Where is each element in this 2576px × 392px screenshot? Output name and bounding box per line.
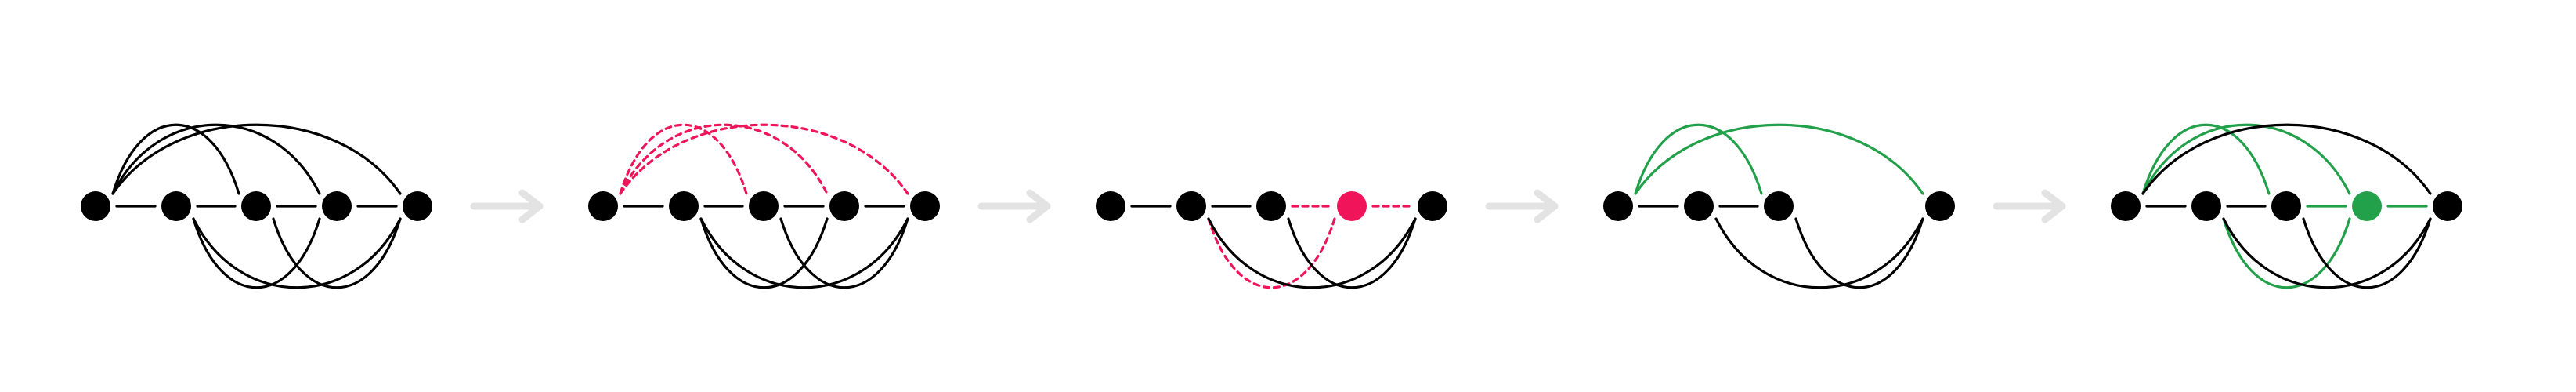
edge-1-4 — [192, 217, 402, 289]
node-0 — [1603, 191, 1633, 221]
edge-0-4 — [2141, 123, 2432, 195]
edge-layer — [619, 123, 909, 289]
edge-0-2 — [111, 123, 240, 195]
node-2 — [749, 191, 779, 221]
node-0 — [588, 191, 618, 221]
node-4 — [1925, 191, 1955, 221]
edge-1-4 — [2222, 217, 2432, 289]
step-arrow — [977, 189, 1051, 223]
node-layer — [81, 191, 432, 221]
node-0 — [2111, 191, 2141, 221]
panel-original-graph — [81, 123, 432, 289]
node-2 — [1256, 191, 1286, 221]
node-3 — [2352, 191, 2382, 221]
edge-layer — [2141, 123, 2432, 289]
arrow-head — [1534, 189, 1559, 223]
edge-0-3 — [619, 123, 829, 195]
node-4 — [1418, 191, 1447, 221]
node-2 — [241, 191, 271, 221]
arrow-head — [2041, 189, 2066, 223]
edge-0-2 — [619, 123, 748, 195]
edge-0-4 — [1634, 123, 1924, 195]
node-3 — [1337, 191, 1367, 221]
edge-layer — [1130, 205, 1417, 289]
edge-2-4 — [272, 217, 402, 289]
edge-2-4 — [1287, 217, 1417, 289]
edge-1-4 — [1714, 217, 1924, 289]
edge-2-4 — [2302, 217, 2432, 289]
edge-2-4 — [779, 217, 909, 289]
edge-1-4 — [699, 217, 909, 289]
edge-1-3 — [1207, 217, 1336, 289]
node-1 — [1176, 191, 1206, 221]
edge-layer — [111, 123, 402, 289]
edge-1-3 — [192, 217, 321, 289]
node-layer — [2111, 191, 2462, 221]
node-1 — [1684, 191, 1714, 221]
edge-1-3 — [699, 217, 829, 289]
edge-0-3 — [2141, 123, 2351, 195]
node-1 — [2191, 191, 2221, 221]
panel-restored-graph — [2111, 123, 2462, 289]
node-4 — [2433, 191, 2462, 221]
edge-layer — [1634, 123, 1924, 289]
arrow-head — [1026, 189, 1051, 223]
step-arrow — [470, 189, 544, 223]
step-arrow — [1485, 189, 1559, 223]
panel-reduced-graph — [1603, 123, 1955, 289]
edge-2-4 — [1794, 217, 1924, 289]
edge-0-2 — [1634, 123, 1763, 195]
arrow-head — [518, 189, 544, 223]
node-layer — [1096, 191, 1447, 221]
panel-highlight-removed-edges — [588, 123, 940, 289]
node-layer — [588, 191, 940, 221]
node-3 — [829, 191, 859, 221]
node-4 — [403, 191, 432, 221]
node-layer — [1603, 191, 1955, 221]
node-1 — [669, 191, 699, 221]
edge-0-3 — [111, 123, 321, 195]
node-2 — [1764, 191, 1794, 221]
panel-remove-node — [1096, 191, 1447, 289]
edge-1-3 — [2222, 217, 2351, 289]
node-2 — [2271, 191, 2301, 221]
step-arrow — [1993, 189, 2066, 223]
node-0 — [1096, 191, 1125, 221]
edge-0-2 — [2141, 123, 2271, 195]
edge-0-4 — [111, 123, 402, 195]
node-1 — [161, 191, 191, 221]
node-0 — [81, 191, 110, 221]
node-3 — [322, 191, 352, 221]
node-4 — [910, 191, 940, 221]
edge-1-4 — [1207, 217, 1417, 289]
edge-0-4 — [619, 123, 909, 195]
